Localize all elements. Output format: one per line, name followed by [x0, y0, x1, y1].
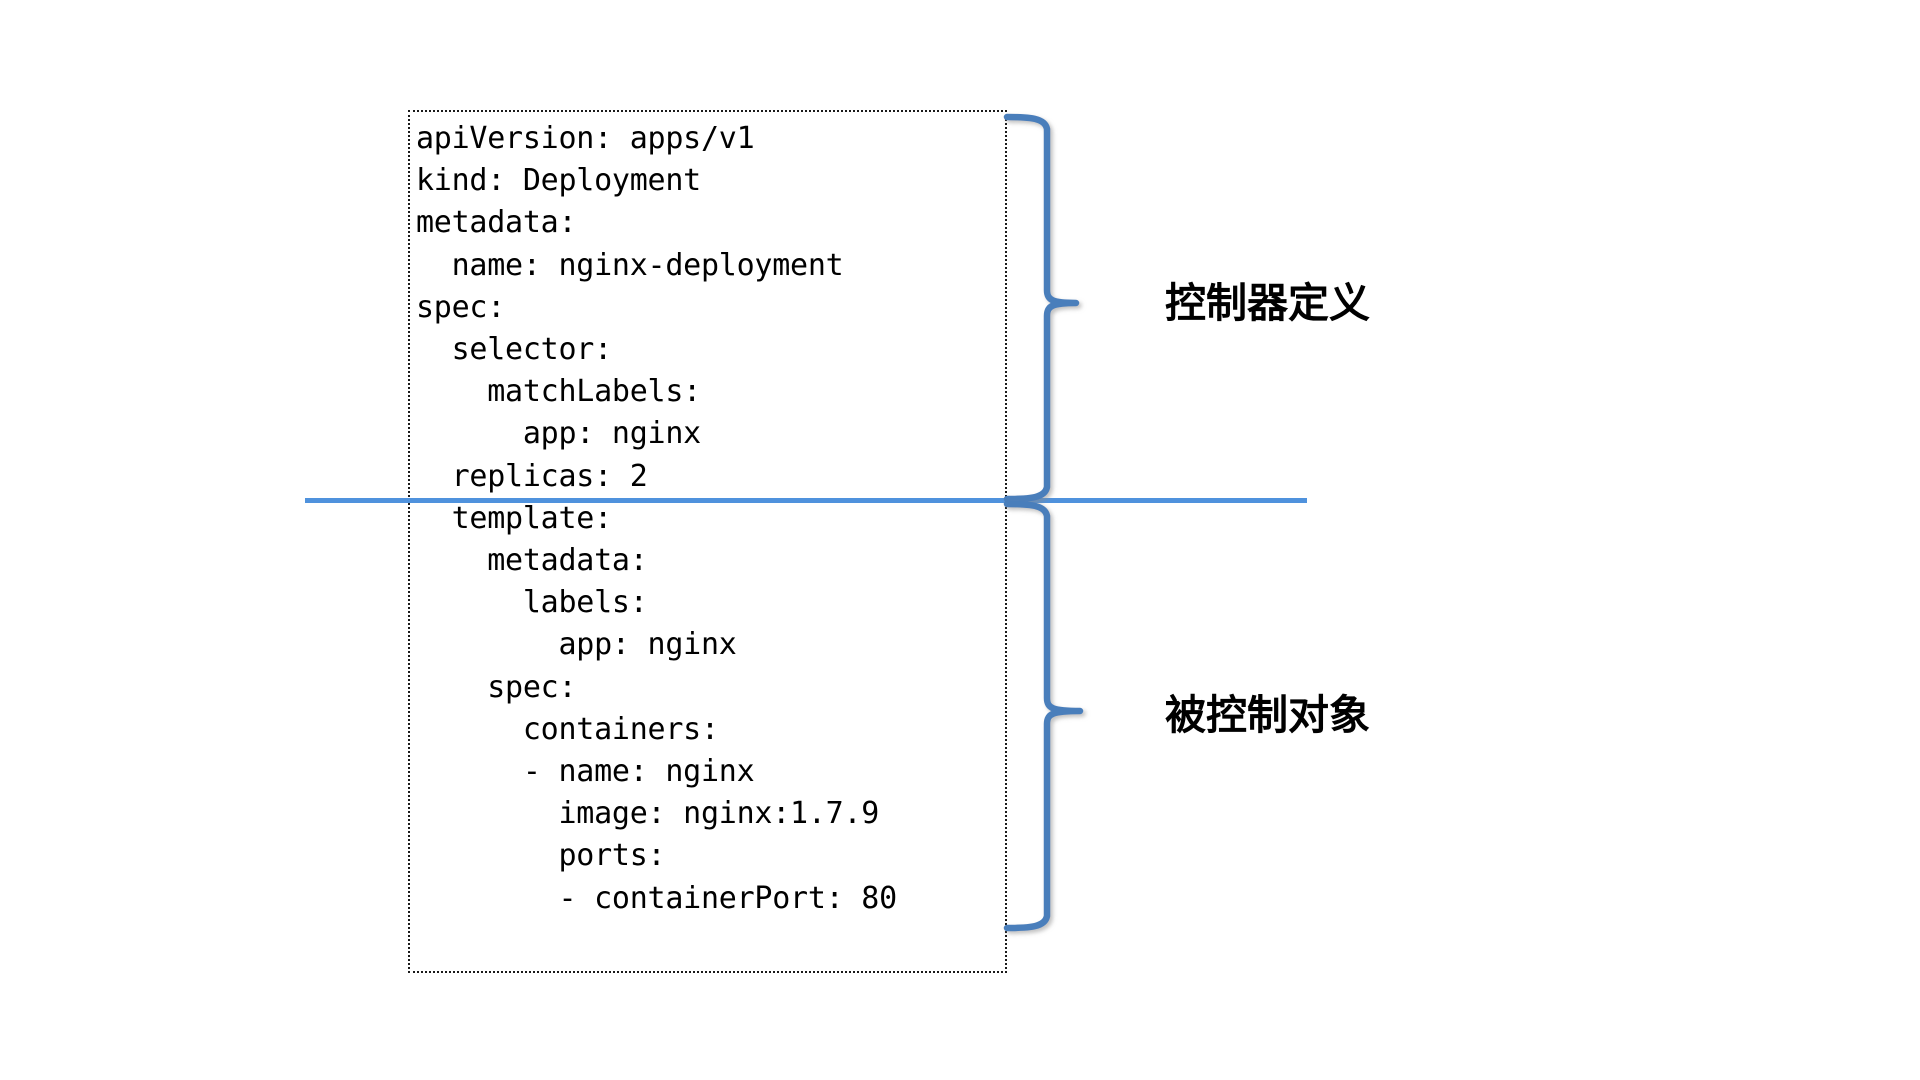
annotation-label-controlled-object: 被控制对象 [1165, 691, 1370, 739]
annotation-label-controller-definition: 控制器定义 [1165, 279, 1370, 327]
curly-brace-controller-definition [1000, 112, 1090, 504]
yaml-code-block: apiVersion: apps/v1 kind: Deployment met… [408, 110, 1007, 973]
yaml-code-text: apiVersion: apps/v1 kind: Deployment met… [416, 121, 897, 916]
horizontal-split-line [305, 498, 1307, 503]
curly-brace-controlled-object [1000, 498, 1090, 936]
